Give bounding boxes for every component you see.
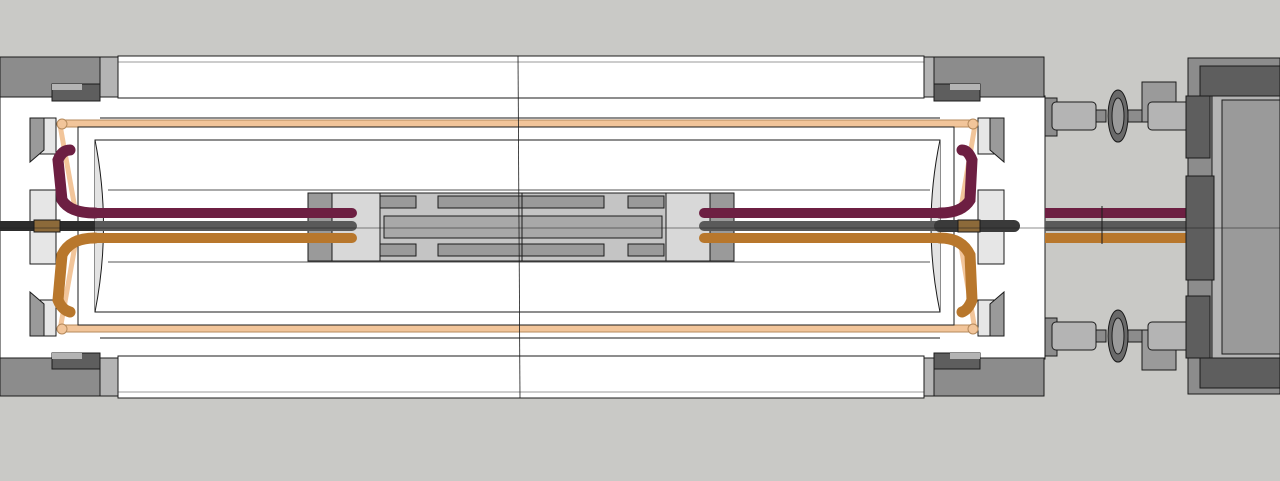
left-mounting-bracket-top (0, 56, 119, 102)
right-mounting-bracket-top (923, 56, 1045, 102)
cable-bundle-left (0, 144, 357, 318)
feedthrough-connector-bottom (1044, 309, 1193, 371)
end-flange (1185, 57, 1280, 395)
right-clamp-blocks (977, 117, 1005, 337)
feedthrough-connector-top (1044, 81, 1193, 143)
right-mounting-bracket-bottom (923, 352, 1045, 397)
cable-bundle-right (699, 144, 1188, 318)
left-mounting-bracket-bottom (0, 352, 119, 397)
center-insulator-block (307, 192, 735, 262)
center-axis-line (517, 55, 521, 399)
